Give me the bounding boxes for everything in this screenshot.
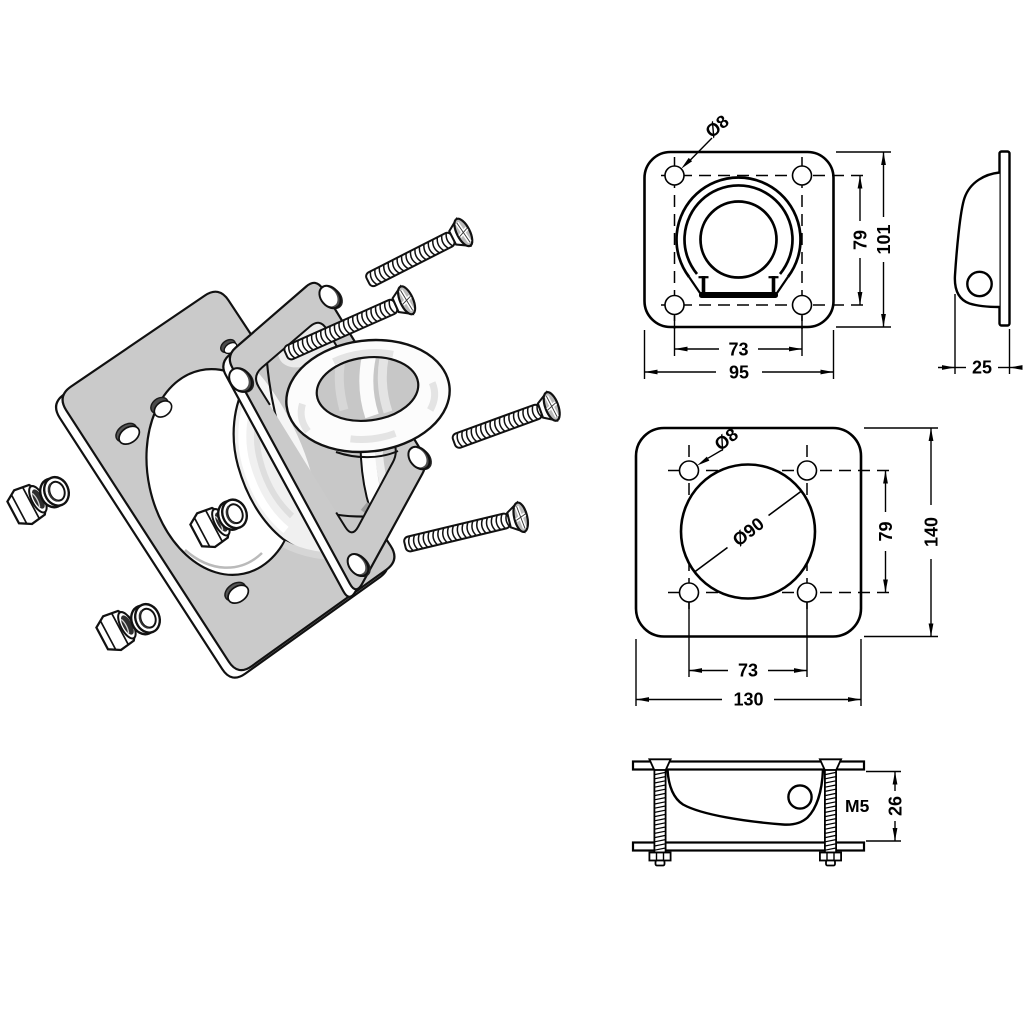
svg-text:M5: M5 (845, 796, 870, 816)
svg-text:79: 79 (851, 230, 871, 250)
svg-text:25: 25 (972, 358, 992, 378)
svg-text:101: 101 (874, 224, 894, 254)
svg-text:73: 73 (728, 340, 748, 360)
svg-text:79: 79 (876, 521, 896, 541)
svg-text:130: 130 (733, 690, 763, 710)
svg-text:140: 140 (922, 517, 942, 547)
svg-text:95: 95 (729, 363, 749, 383)
svg-text:73: 73 (738, 661, 758, 681)
svg-text:26: 26 (886, 796, 906, 816)
